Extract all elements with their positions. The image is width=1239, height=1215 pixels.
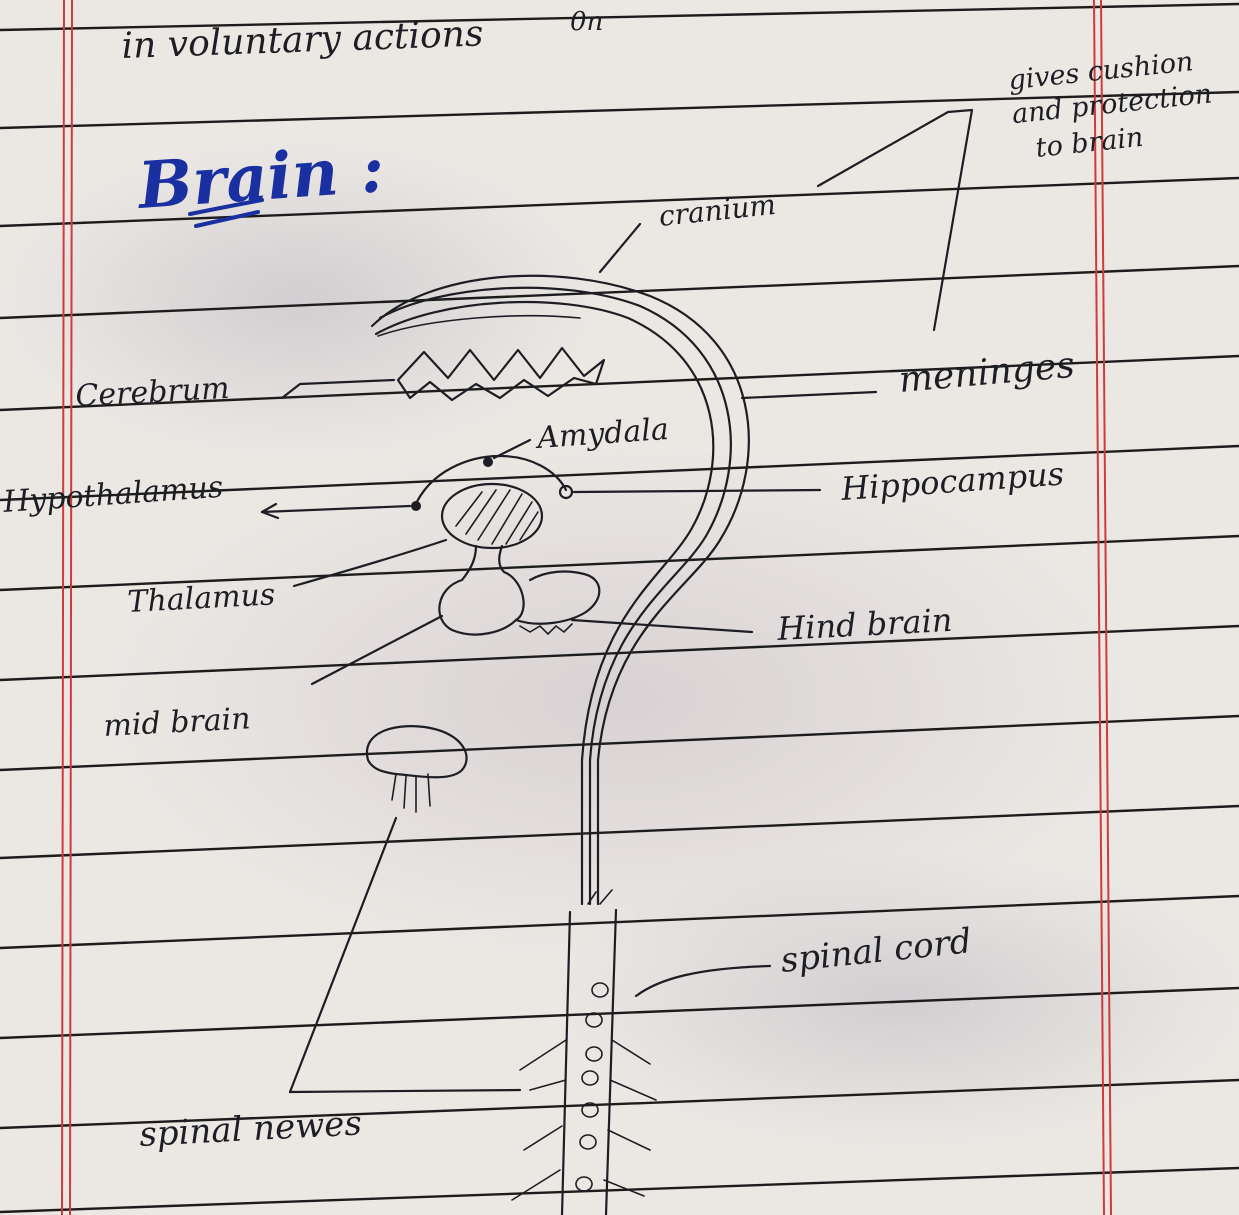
hypothalamus-dot [411, 501, 421, 511]
amygdala-dot [483, 457, 493, 467]
top-text-mark: 0n [570, 7, 603, 37]
paper-stain [550, 850, 1239, 1150]
